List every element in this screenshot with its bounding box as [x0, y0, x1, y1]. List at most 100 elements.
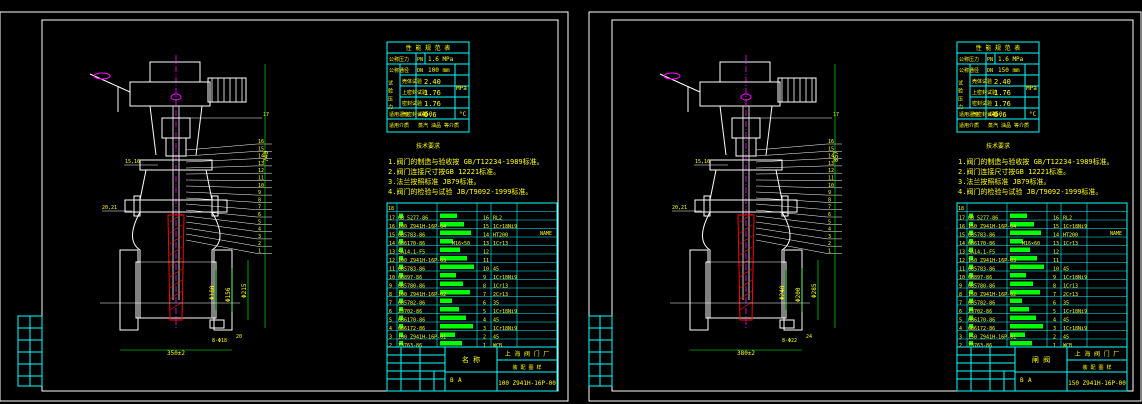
leader-label: 15: [828, 146, 834, 152]
leader-line: [755, 143, 828, 151]
bom-qty-mark: [969, 324, 973, 329]
leader-line: [185, 165, 258, 169]
spec-table: 性 能 规 范 表 公称压力 PN 1.6 MPa 公称通径 DN 150 mm…: [956, 41, 1040, 133]
bom-material: 45: [1063, 267, 1069, 273]
dim-width: 380±2: [737, 350, 755, 357]
bom-right-index: 5: [483, 309, 486, 315]
packing: [165, 137, 187, 157]
bom-qty-mark: [969, 332, 973, 337]
bom-code: GB5780-86: [398, 284, 425, 290]
motor-housing: [207, 77, 247, 103]
yoke: [149, 105, 203, 156]
bom-right-index: 4: [483, 318, 486, 324]
bom-material: 1Cr18Ni9: [1063, 224, 1087, 230]
leader-line: [185, 233, 258, 247]
revision-grid: [17, 315, 43, 387]
bom-material: RL2: [493, 216, 502, 222]
leader-label: 11: [828, 176, 834, 182]
bom-mid-label: M16×50: [452, 241, 470, 247]
spec-row-6-c: ≤450: [418, 111, 433, 118]
bom-index: 5: [959, 318, 962, 324]
spec-row-6-a: 适用温度: [389, 111, 409, 118]
spec-row-6-a: 适用温度: [959, 111, 979, 118]
leader-line: [755, 172, 828, 175]
sheet-right: 性 能 规 范 表 公称压力 PN 1.6 MPa 公称通径 DN 150 mm…: [588, 11, 1142, 402]
leader-label: 4: [258, 227, 261, 233]
bom-index: 11: [389, 267, 395, 273]
bom-material-bar: [440, 256, 467, 261]
spec-row-2-c: 2.40: [994, 78, 1011, 86]
body-flange: [124, 199, 228, 213]
bom-right-index: 14: [483, 233, 489, 239]
bom-material: HT200: [1063, 233, 1078, 239]
bom-index: 10: [389, 275, 395, 281]
outer-frame: [588, 11, 1142, 402]
leader-line: [185, 209, 258, 218]
bom-material: 1Cr13: [493, 241, 508, 247]
dim-dia2: Φ200: [795, 287, 802, 302]
notes-title: 技术要求: [986, 142, 1010, 150]
bom-right-index: 16: [483, 216, 489, 222]
leader-17-label: 17: [833, 112, 839, 118]
bom-material-bar: [1010, 213, 1027, 218]
spec-table: 性 能 规 范 表 公称压力 PN 1.6 MPa 公称通径 DN 100 mm…: [386, 41, 470, 133]
leader-17-label: 17: [263, 112, 269, 118]
dim-dia3: Φ215: [241, 283, 248, 298]
spec-row-2-c: 2.40: [424, 78, 441, 86]
gearbox: [699, 81, 781, 107]
leader-15-16-label: 15,16: [125, 159, 140, 165]
bom-material-bar: [1010, 222, 1034, 227]
bom-index: 5: [389, 318, 392, 324]
leader-line: [185, 143, 258, 151]
end-flange-left: [119, 249, 139, 331]
bom-code: 150 Z941H-16P-02: [968, 292, 1016, 298]
spec-row-4-a: 密封试验: [402, 100, 422, 107]
bom-right-index: 7: [483, 292, 486, 298]
dim-flange: 8-Φ22: [782, 338, 797, 344]
spec-unit-c: °C: [459, 111, 467, 118]
bom-right-index: 10: [483, 267, 489, 273]
drawing-number: 100 Z941H-16P-00: [498, 380, 556, 387]
bom-material: 1Cr13: [1063, 284, 1078, 290]
bom-material: 2Cr13: [493, 292, 508, 298]
bom-index: 8: [389, 292, 392, 298]
bom-qty-mark: [399, 230, 403, 235]
spec-row-4-c: 1.76: [994, 100, 1011, 108]
bom-code: 150 Z941H-16P-04: [968, 224, 1016, 230]
bom-code: Z3702-86: [398, 309, 422, 315]
bom-qty-mark: [399, 273, 403, 278]
bom-index: 3: [959, 335, 962, 341]
bom-index: 10: [959, 275, 965, 281]
bom-qty-mark: [969, 298, 973, 303]
note-4: 4.阀门的检验与试验 JB/T9092-1999标准。: [388, 187, 532, 196]
inner-frame: [611, 19, 1134, 392]
spec-row-2-a: 壳体试验: [972, 78, 992, 85]
bom-index: 4: [959, 326, 962, 332]
spec-row-3-c: 1.76: [424, 89, 441, 97]
leader-label: 11: [258, 176, 264, 182]
bom-right-index: 4: [1053, 318, 1056, 324]
bom-index: 9: [959, 284, 962, 290]
spec-row-1-c: 100 mm: [428, 67, 450, 74]
bom-index: 9: [389, 284, 392, 290]
bom-material: 1Cr18Ni9: [1063, 326, 1087, 332]
bom-material: HT200: [493, 233, 508, 239]
bom-code: GB5783-86: [968, 267, 995, 273]
leader-label: 10: [258, 183, 264, 189]
bom-qty-mark: [969, 264, 973, 269]
spec-row-0-a: 公称压力: [959, 56, 979, 63]
bom-right-index: 6: [483, 301, 486, 307]
bom-material: RL2: [1063, 216, 1072, 222]
scale-mark-b: B: [450, 377, 454, 384]
bom-qty-mark: [399, 298, 403, 303]
leader-line: [755, 227, 828, 240]
spec-row-7-c: 蒸汽 油品 等介质: [418, 122, 459, 129]
dim-width: 350±2: [167, 350, 185, 357]
bom-index: 14: [389, 241, 395, 247]
bom-qty-mark: [399, 290, 403, 295]
leader-line: [185, 239, 258, 254]
leader-line: [755, 151, 828, 157]
bom-index: 7: [959, 301, 962, 307]
scale-mark-a: A: [458, 377, 462, 384]
